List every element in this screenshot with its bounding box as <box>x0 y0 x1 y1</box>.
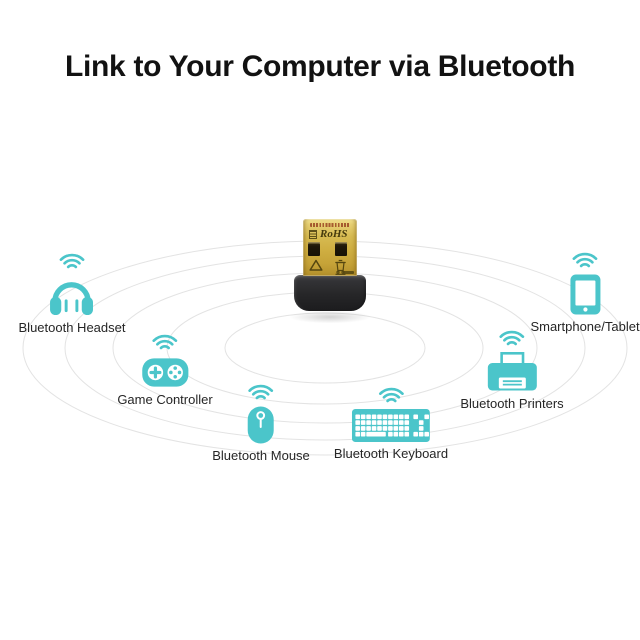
weee-bin-icon <box>335 259 346 275</box>
adapter-shadow <box>272 308 388 326</box>
adapter-black-body <box>294 275 366 311</box>
device-label: Bluetooth Headset <box>18 320 126 335</box>
wireless-signal-icon <box>245 381 276 402</box>
recycling-triangle-icon <box>309 259 323 271</box>
wireless-signal-icon <box>570 249 601 270</box>
device-bluetooth-headset: Bluetooth Headset <box>18 250 126 335</box>
device-smartphone-tablet: Smartphone/Tablet <box>530 249 640 334</box>
headset-icon <box>50 282 94 316</box>
adapter-fineprint-dash <box>343 271 354 274</box>
device-label: Game Controller <box>117 392 213 407</box>
adapter-fineprint <box>310 223 350 227</box>
game-controller-icon <box>141 358 189 387</box>
wireless-signal-icon <box>150 331 181 352</box>
usb-contact-slot <box>308 242 320 256</box>
rohs-label: RoHS <box>320 228 348 240</box>
printer-icon <box>487 352 537 391</box>
device-bluetooth-mouse: Bluetooth Mouse <box>212 381 310 463</box>
device-label: Bluetooth Mouse <box>212 448 310 463</box>
device-bluetooth-keyboard: Bluetooth Keyboard <box>334 384 448 461</box>
device-game-controller: Game Controller <box>117 331 213 407</box>
wireless-signal-icon <box>375 384 406 405</box>
rohs-row: RoHS <box>309 228 353 241</box>
certification-mark-icon <box>309 230 317 239</box>
device-label: Bluetooth Keyboard <box>333 446 449 461</box>
wireless-signal-icon <box>57 250 88 271</box>
smartphone-icon <box>570 274 600 315</box>
page-title: Link to Your Computer via Bluetooth <box>64 50 576 83</box>
wireless-signal-icon <box>497 327 528 348</box>
device-label: Bluetooth Printers <box>460 396 564 411</box>
mouse-icon <box>247 406 274 444</box>
usb-contact-slot <box>335 242 347 256</box>
compliance-symbols <box>303 257 357 275</box>
device-label: Smartphone/Tablet <box>530 319 640 334</box>
device-bluetooth-printers: Bluetooth Printers <box>460 327 564 411</box>
keyboard-icon <box>351 409 430 442</box>
usb-connector: RoHS <box>303 219 357 276</box>
